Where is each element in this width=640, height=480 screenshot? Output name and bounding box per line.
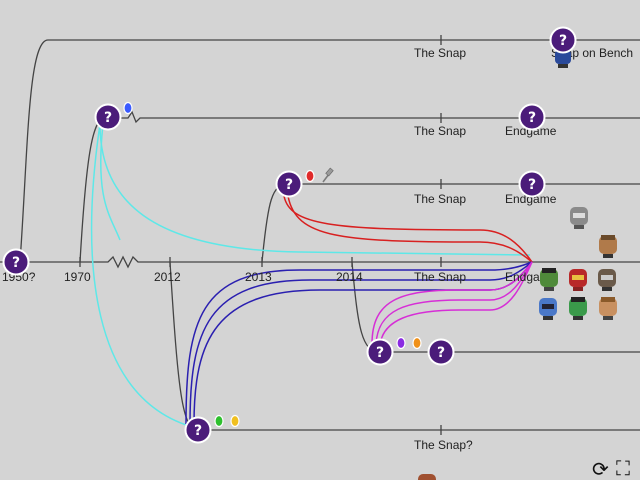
gem-group-b4 [396, 336, 422, 350]
ant-man-avatar[interactable] [418, 474, 436, 480]
node-glyph: ? [194, 423, 202, 439]
travel-paths-blue [185, 261, 533, 425]
hulk-avatar[interactable] [540, 268, 558, 291]
hammer-icon [322, 167, 334, 183]
power-stone-icon [396, 336, 406, 350]
gem-group-b2 [123, 101, 133, 115]
node-glyph: ? [12, 255, 20, 271]
time-stone-icon [214, 414, 224, 428]
axis-label-the-snap: The Snap [414, 270, 466, 284]
event-node-2013-branch[interactable]: ? [275, 170, 303, 198]
travel-paths-red [283, 195, 533, 263]
branch3-label-snap: The Snap [414, 192, 466, 206]
captain-america-avatar[interactable] [555, 50, 571, 68]
branch2-label-endgame: Endgame [505, 124, 557, 138]
main-axis-line [0, 255, 640, 269]
event-node-2012-branch[interactable]: ? [184, 416, 212, 444]
fullscreen-icon[interactable]: ⛶ [616, 456, 630, 480]
branch-connector-1950 [19, 39, 49, 263]
event-node-2014-branch-b[interactable]: ? [427, 338, 455, 366]
character-avatars [418, 50, 617, 480]
node-glyph: ? [104, 110, 112, 126]
node-glyph: ? [559, 33, 567, 49]
event-node-1950[interactable]: ? [2, 248, 30, 276]
branch5-label-snap: The Snap? [414, 438, 473, 452]
gem-group-b5 [214, 414, 240, 428]
branch1-label-snap: The Snap [414, 46, 466, 60]
soul-stone-icon [412, 336, 422, 350]
event-node-bench[interactable]: ? [549, 26, 577, 54]
node-glyph: ? [285, 177, 293, 193]
node-glyph: ? [528, 110, 536, 126]
axis-label-2013: 2013 [245, 270, 272, 284]
nebula-avatar[interactable] [539, 298, 557, 320]
reset-view-icon[interactable]: ⟳ [592, 457, 609, 480]
space-stone-icon [123, 101, 133, 115]
thor-avatar[interactable] [599, 297, 617, 320]
event-node-2014-branch[interactable]: ? [366, 338, 394, 366]
event-node-endgame-b3[interactable]: ? [518, 170, 546, 198]
mind-stone-icon [230, 414, 240, 428]
axis-label-1970: 1970 [64, 270, 91, 284]
event-node-endgame-b2[interactable]: ? [518, 103, 546, 131]
rocket-avatar[interactable] [598, 269, 616, 291]
reality-stone-icon [305, 169, 315, 183]
axis-label-2012: 2012 [154, 270, 181, 284]
war-machine-avatar[interactable] [570, 207, 588, 229]
iron-man-avatar[interactable] [569, 269, 587, 291]
node-glyph: ? [376, 345, 384, 361]
gem-group-b3 [305, 167, 334, 183]
event-node-1970-branch[interactable]: ? [94, 103, 122, 131]
axis-label-2014: 2014 [336, 270, 363, 284]
node-glyph: ? [437, 345, 445, 361]
branch3-label-endgame: Endgame [505, 192, 557, 206]
branch2-label-snap: The Snap [414, 124, 466, 138]
travel-paths-magenta [371, 261, 533, 345]
branch-line-2 [120, 110, 640, 124]
travel-paths-cyan [90, 123, 531, 429]
node-glyph: ? [528, 177, 536, 193]
hawkeye-avatar[interactable] [599, 235, 617, 258]
gamora-avatar[interactable] [569, 297, 587, 320]
